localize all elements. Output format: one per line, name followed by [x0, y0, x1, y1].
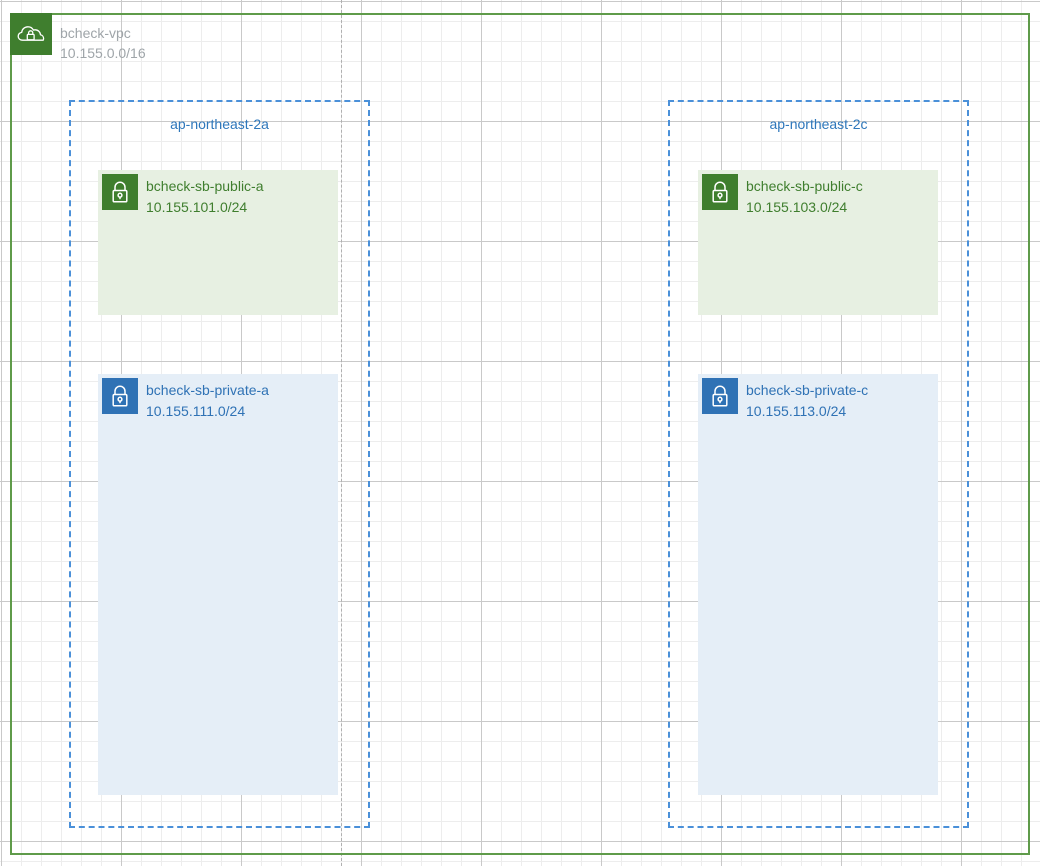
az-label-c: ap-northeast-2c [769, 116, 868, 132]
vpc-container[interactable] [10, 13, 1030, 855]
availability-zone-ap-northeast-2c[interactable]: ap-northeast-2c [668, 100, 969, 828]
padlock-icon [702, 378, 738, 414]
subnet-name: bcheck-sb-public-a [146, 178, 264, 194]
vpc-name: bcheck-vpc [60, 25, 131, 41]
availability-zone-ap-northeast-2a[interactable]: ap-northeast-2a [69, 100, 370, 828]
subnet-cidr: 10.155.113.0/24 [746, 403, 847, 419]
vpc-title: bcheck-vpc 10.155.0.0/16 [60, 23, 146, 63]
subnet-name: bcheck-sb-private-c [746, 382, 869, 398]
padlock-icon [102, 174, 138, 210]
padlock-icon [102, 378, 138, 414]
subnet-bcheck-sb-private-c[interactable]: bcheck-sb-private-c 10.155.113.0/24 [698, 374, 938, 795]
subnet-bcheck-sb-private-a[interactable]: bcheck-sb-private-a 10.155.111.0/24 [98, 374, 338, 795]
alignment-guide-vertical [341, 0, 342, 866]
subnet-label-public-a: bcheck-sb-public-a 10.155.101.0/24 [146, 176, 264, 218]
subnet-bcheck-sb-public-c[interactable]: bcheck-sb-public-c 10.155.103.0/24 [698, 170, 938, 315]
vpc-cidr: 10.155.0.0/16 [60, 45, 146, 61]
subnet-name: bcheck-sb-public-c [746, 178, 863, 194]
subnet-cidr: 10.155.111.0/24 [146, 403, 246, 419]
az-label-a: ap-northeast-2a [170, 116, 269, 132]
subnet-label-public-c: bcheck-sb-public-c 10.155.103.0/24 [746, 176, 863, 218]
padlock-icon [702, 174, 738, 210]
subnet-cidr: 10.155.101.0/24 [146, 199, 248, 215]
subnet-bcheck-sb-public-a[interactable]: bcheck-sb-public-a 10.155.101.0/24 [98, 170, 338, 315]
subnet-cidr: 10.155.103.0/24 [746, 199, 848, 215]
vpc-cloud-lock-icon [10, 13, 52, 55]
subnet-name: bcheck-sb-private-a [146, 382, 269, 398]
subnet-label-private-a: bcheck-sb-private-a 10.155.111.0/24 [146, 380, 269, 422]
subnet-label-private-c: bcheck-sb-private-c 10.155.113.0/24 [746, 380, 868, 422]
